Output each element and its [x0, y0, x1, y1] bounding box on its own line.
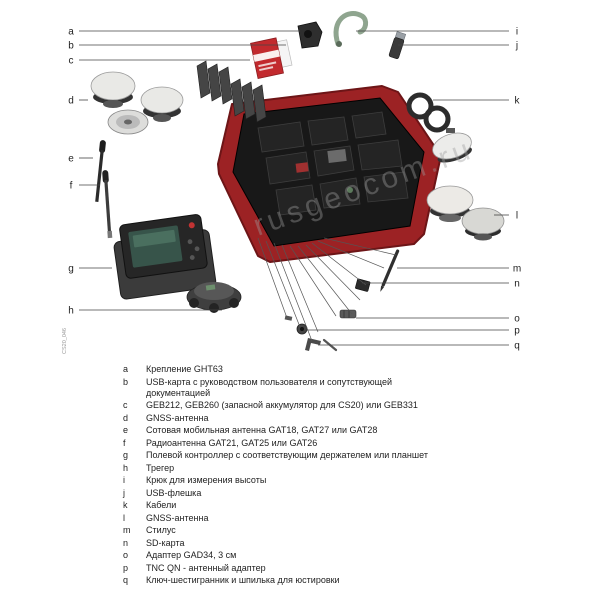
legend-text: Крепление GHT63	[146, 364, 223, 374]
legend-letter: g	[123, 450, 129, 460]
legend-item: k Кабели	[123, 500, 483, 511]
radio-antenna	[102, 170, 113, 239]
callout-letter-l: l	[516, 211, 518, 222]
legend-text: Крюк для измерения высоты	[146, 475, 267, 485]
legend-letter: e	[123, 425, 129, 435]
callout-letter-h: h	[68, 306, 74, 317]
legend-item: h Трегер	[123, 463, 483, 474]
transport-case	[217, 85, 441, 263]
exploded-view-diagram: a b c d e f g h i j k l m n o p q rusgeo…	[62, 11, 521, 354]
legend-item: m Стилус	[123, 525, 483, 536]
legend-letter: o	[123, 550, 129, 560]
legend-letter: k	[123, 500, 128, 510]
callout-letter-m: m	[513, 264, 521, 275]
callout-letter-p: p	[514, 326, 520, 337]
legend-text: Кабели	[146, 500, 177, 510]
case-item-gray	[327, 148, 347, 164]
legend-letter: l	[123, 512, 125, 523]
legend-letter: h	[123, 462, 129, 473]
fan-leader-lines	[257, 237, 397, 342]
legend-text: Ключ-шестигранник и шпилька для юстировк…	[146, 575, 340, 585]
legend-text: TNC QN - антенный адаптер	[146, 562, 266, 573]
legend-text: Полевой контроллер с соответствующим дер…	[146, 450, 428, 460]
legend-item: b USB-карта с руководством пользователя и…	[123, 377, 483, 399]
legend-item: q Ключ-шестигранник и шпилька для юстиров…	[123, 575, 483, 586]
callout-letter-i: i	[516, 27, 518, 38]
callout-letter-c: c	[69, 56, 74, 67]
legend-item: i Крюк для измерения высоты	[123, 475, 483, 486]
callout-letter-d: d	[68, 96, 74, 107]
legend-letter: d	[123, 412, 129, 423]
legend-letter: m	[123, 525, 131, 535]
callout-letter-q: q	[514, 341, 520, 352]
ght63-bracket	[297, 21, 323, 49]
legend-item: o Адаптер GAD34, 3 см	[123, 550, 483, 561]
field-controller	[113, 214, 217, 300]
sd-card	[355, 278, 371, 292]
legend-item: e Сотовая мобильная антенна GAT18, GAT27 …	[123, 425, 483, 436]
legend-text: GEB212, GEB260 (запасной аккумулятор для…	[146, 400, 418, 410]
legend-letter: b	[123, 376, 129, 387]
legend-text: Трегер	[146, 462, 175, 473]
legend-text: Стилус	[146, 525, 176, 535]
callout-leader-lines	[79, 30, 509, 346]
foam-cutouts	[257, 111, 409, 216]
legend: a Крепление GHT63 b USB-карта с руководств…	[123, 364, 483, 588]
legend-letter: q	[123, 575, 129, 585]
legend-text: Радиоантенна GAT21, GAT25 или GAT26	[146, 437, 318, 448]
legend-item: d GNSS-антенна	[123, 413, 483, 424]
usb-stick	[388, 31, 407, 59]
callout-letter-b: b	[68, 41, 74, 52]
battery-pack	[196, 60, 267, 123]
legend-item: j USB-флешка	[123, 488, 483, 499]
callout-letter-j: j	[515, 41, 518, 52]
figure-code: CS20_046	[62, 328, 68, 354]
callout-letter-n: n	[514, 279, 520, 290]
legend-text: USB-карта с руководством пользователя и …	[146, 376, 392, 398]
cables-coil	[406, 92, 455, 133]
usb-doc-card	[250, 37, 293, 79]
legend-letter: c	[123, 400, 128, 410]
legend-text: USB-флешка	[146, 487, 202, 498]
legend-letter: p	[123, 562, 129, 573]
callout-letter-e: e	[68, 154, 74, 165]
allen-key-and-pin	[284, 315, 338, 352]
gad34-adapter	[339, 309, 357, 319]
stylus	[380, 249, 400, 292]
legend-text: GNSS-антенна	[146, 412, 209, 423]
legend-item: n SD-карта	[123, 538, 483, 549]
height-hook	[333, 11, 369, 47]
legend-letter: f	[123, 437, 126, 448]
tnc-qn-adapter	[296, 323, 308, 335]
legend-item: p TNC QN - антенный адаптер	[123, 563, 483, 574]
legend-text: Адаптер GAD34, 3 см	[146, 550, 237, 560]
legend-letter: n	[123, 537, 129, 548]
legend-item: a Крепление GHT63	[123, 364, 483, 375]
legend-letter: i	[123, 475, 125, 485]
legend-item: l GNSS-антенна	[123, 513, 483, 524]
callout-letters: a b c d e f g h i j k l m n o p q	[68, 27, 521, 352]
tribrach	[186, 282, 242, 313]
gnss-antenna-dome-mid	[432, 132, 473, 163]
gnss-antenna-pair	[426, 185, 505, 241]
legend-letter: j	[123, 487, 125, 498]
legend-letter: a	[123, 364, 129, 374]
legend-text: Сотовая мобильная антенна GAT18, GAT27 и…	[146, 425, 378, 435]
callout-letter-f: f	[70, 181, 73, 192]
callout-letter-g: g	[68, 264, 74, 275]
gnss-antenna-cluster	[90, 71, 184, 135]
legend-text: GNSS-антенна	[146, 512, 209, 523]
case-item-green	[347, 187, 353, 193]
callout-letter-o: o	[514, 314, 520, 325]
legend-item: g Полевой контроллер с соответствующим де…	[123, 450, 483, 461]
case-item-red	[295, 162, 309, 173]
callout-letter-k: k	[515, 96, 521, 107]
legend-item: c GEB212, GEB260 (запасной аккумулятор дл…	[123, 400, 483, 411]
cellular-antenna	[95, 140, 106, 202]
callout-letter-a: a	[68, 27, 74, 38]
legend-item: f Радиоантенна GAT21, GAT25 или GAT26	[123, 438, 483, 449]
legend-text: SD-карта	[146, 537, 185, 548]
